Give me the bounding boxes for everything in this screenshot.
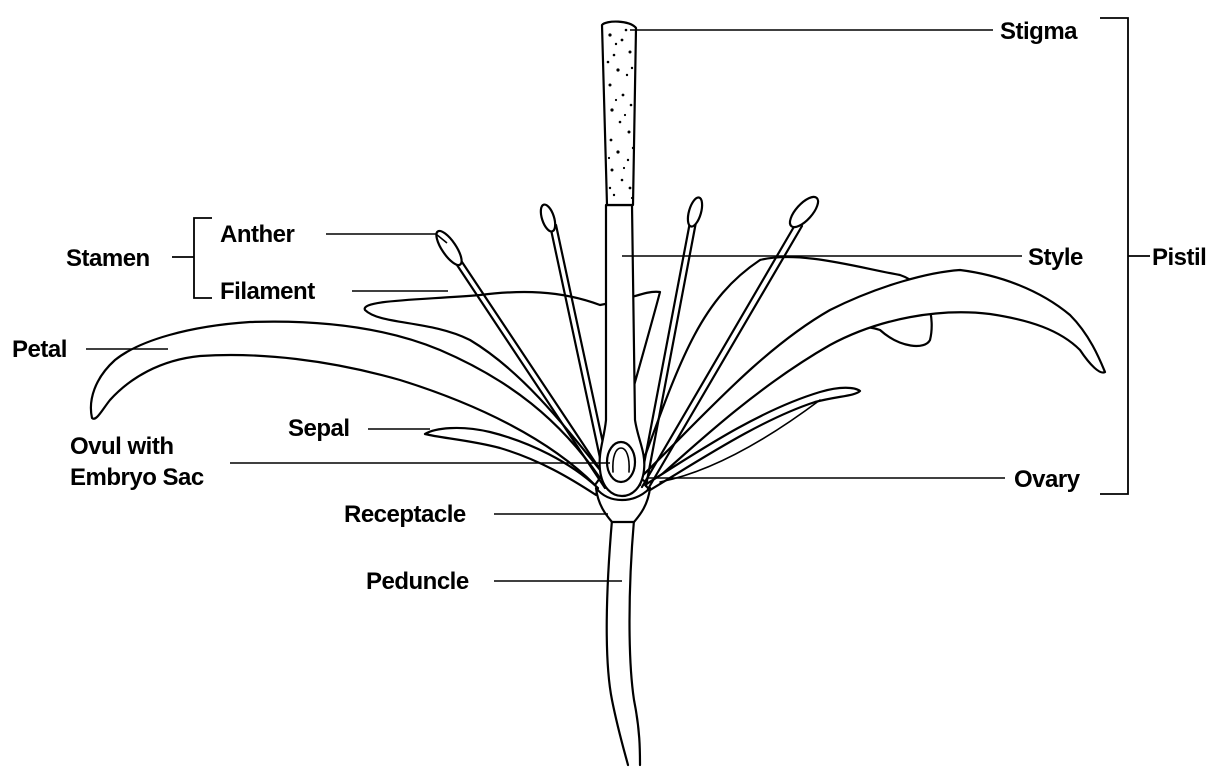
label-pistil: Pistil [1152,244,1206,271]
label-style: Style [1028,244,1083,271]
label-ovary: Ovary [1014,466,1081,493]
label-ovule-line1: Ovul with [70,433,174,460]
pistil-bracket [1100,18,1150,494]
label-peduncle: Peduncle [366,568,469,595]
label-receptacle: Receptacle [344,501,466,528]
label-stigma: Stigma [1000,18,1078,45]
label-anther: Anther [220,221,294,248]
label-sepal: Sepal [288,415,350,442]
peduncle-drawing [607,520,640,765]
label-stamen: Stamen [66,245,150,272]
label-filament: Filament [220,278,315,305]
stamen-bracket [172,218,212,298]
label-petal: Petal [12,336,67,363]
label-ovule-line2: Embryo Sac [70,464,204,491]
pistil-drawing [600,22,645,496]
